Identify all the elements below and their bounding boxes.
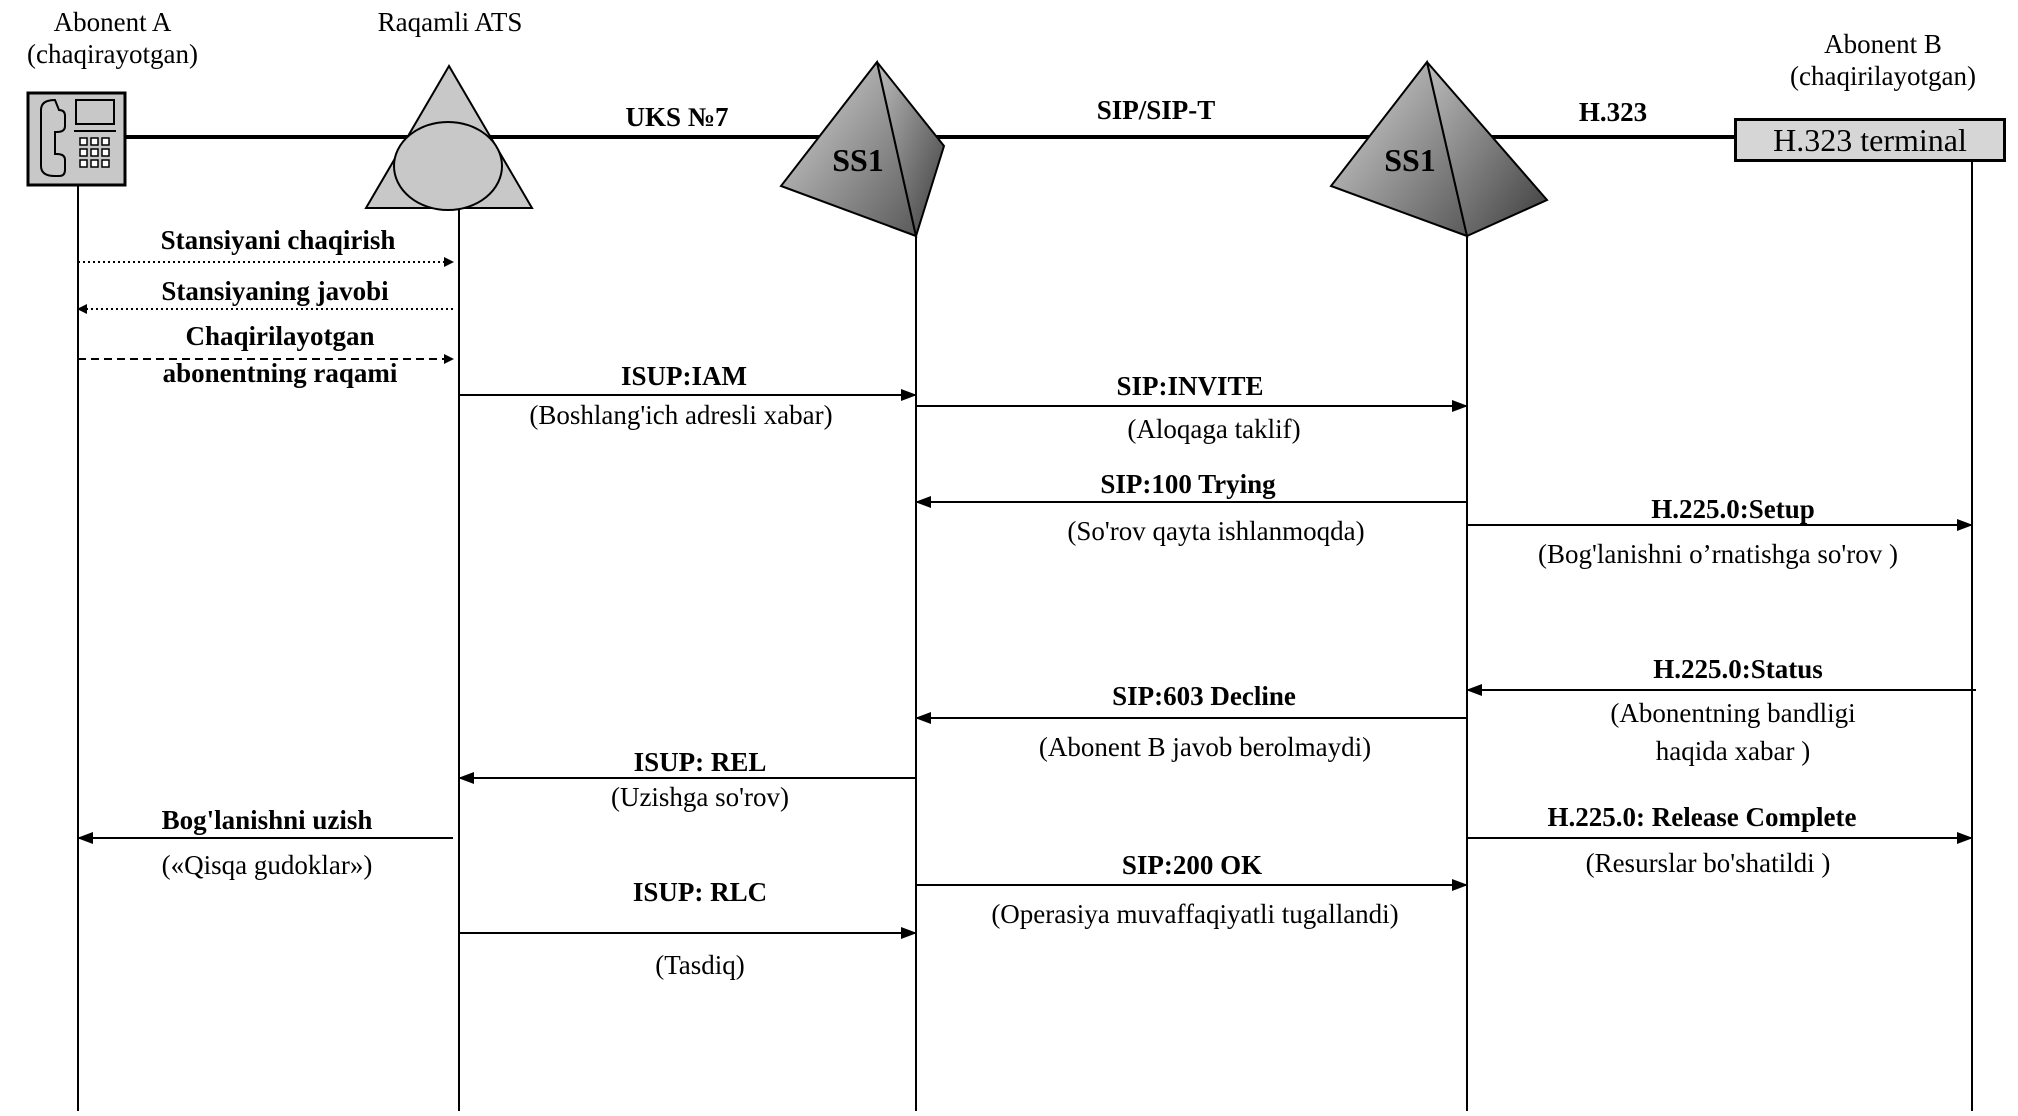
msg-station-answer-title: Stansiyaning javobi: [161, 276, 389, 306]
msg-dialed-number-line2: abonentning raqami: [163, 358, 398, 388]
msg-isup-rlc-desc: (Tasdiq): [655, 950, 745, 980]
msg-isup-rel-desc: (Uzishga so'rov): [611, 782, 789, 812]
msg-disconnect-desc: («Qisqa gudoklar»): [162, 850, 373, 880]
abonent-b-name: Abonent B: [1824, 29, 1942, 59]
msg-sip-invite-title: SIP:INVITE: [1116, 371, 1263, 401]
msg-sip-200-desc: (Operasiya muvaffaqiyatli tugallandi): [991, 899, 1398, 929]
h323-terminal-box: H.323 terminal: [1734, 118, 2006, 162]
ss1-left-label: SS1: [832, 142, 884, 178]
msg-sip-100-desc: (So'rov qayta ishlanmoqda): [1067, 516, 1364, 546]
msg-h225-release-desc: (Resurslar bo'shatildi ): [1586, 848, 1831, 878]
msg-h225-status-title: H.225.0:Status: [1653, 654, 1823, 684]
msg-h225-release-title: H.225.0: Release Complete: [1548, 802, 1857, 832]
msg-sip-200-title: SIP:200 OK: [1122, 850, 1262, 880]
msg-h225-setup-title: H.225.0:Setup: [1651, 494, 1815, 524]
abonent-a-role: (chaqirayotgan): [27, 39, 198, 69]
ss1-right-label: SS1: [1384, 142, 1436, 178]
msg-sip-100-title: SIP:100 Trying: [1100, 469, 1276, 499]
msg-sip-603-title: SIP:603 Decline: [1112, 681, 1296, 711]
ats-header: Raqamli ATS: [340, 6, 560, 38]
abonent-a-header: Abonent A (chaqirayotgan): [0, 6, 225, 70]
msg-sip-invite-desc: (Aloqaga taklif): [1127, 414, 1300, 444]
ats-node: [364, 64, 534, 211]
msg-sip-603-desc: (Abonent B javob berolmaydi): [1039, 732, 1371, 762]
msg-station-call-title: Stansiyani chaqirish: [161, 225, 396, 255]
link-label-sip: SIP/SIP-T: [1097, 95, 1216, 125]
msg-isup-rel-title: ISUP: REL: [634, 747, 767, 777]
msg-disconnect-title: Bog'lanishni uzish: [162, 805, 373, 835]
msg-h225-status-desc-line1: (Abonentning bandligi: [1610, 698, 1855, 728]
ss1-right-node: [1329, 59, 1549, 238]
link-label-uks7: UKS №7: [626, 102, 729, 132]
msg-h225-status-desc-line2: haqida xabar ): [1656, 736, 1810, 766]
msg-h225-setup-desc: (Bog'lanishni o’rnatishga so'rov ): [1538, 539, 1898, 569]
msg-isup-iam-title: ISUP:IAM: [621, 361, 747, 391]
msg-isup-rlc-title: ISUP: RLC: [633, 877, 767, 907]
abonent-b-role: (chaqirilayotgan): [1790, 61, 1976, 91]
ss1-left-node: [779, 59, 946, 240]
abonent-b-header: Abonent B (chaqirilayotgan): [1758, 28, 2008, 92]
msg-isup-iam-desc: (Boshlang'ich adresli xabar): [529, 400, 832, 430]
ats-name: Raqamli ATS: [377, 7, 523, 37]
telephone-icon: [26, 91, 127, 187]
link-label-h323: H.323: [1579, 97, 1647, 127]
abonent-a-name: Abonent A: [53, 7, 172, 37]
msg-dialed-number-line1: Chaqirilayotgan: [185, 321, 374, 351]
